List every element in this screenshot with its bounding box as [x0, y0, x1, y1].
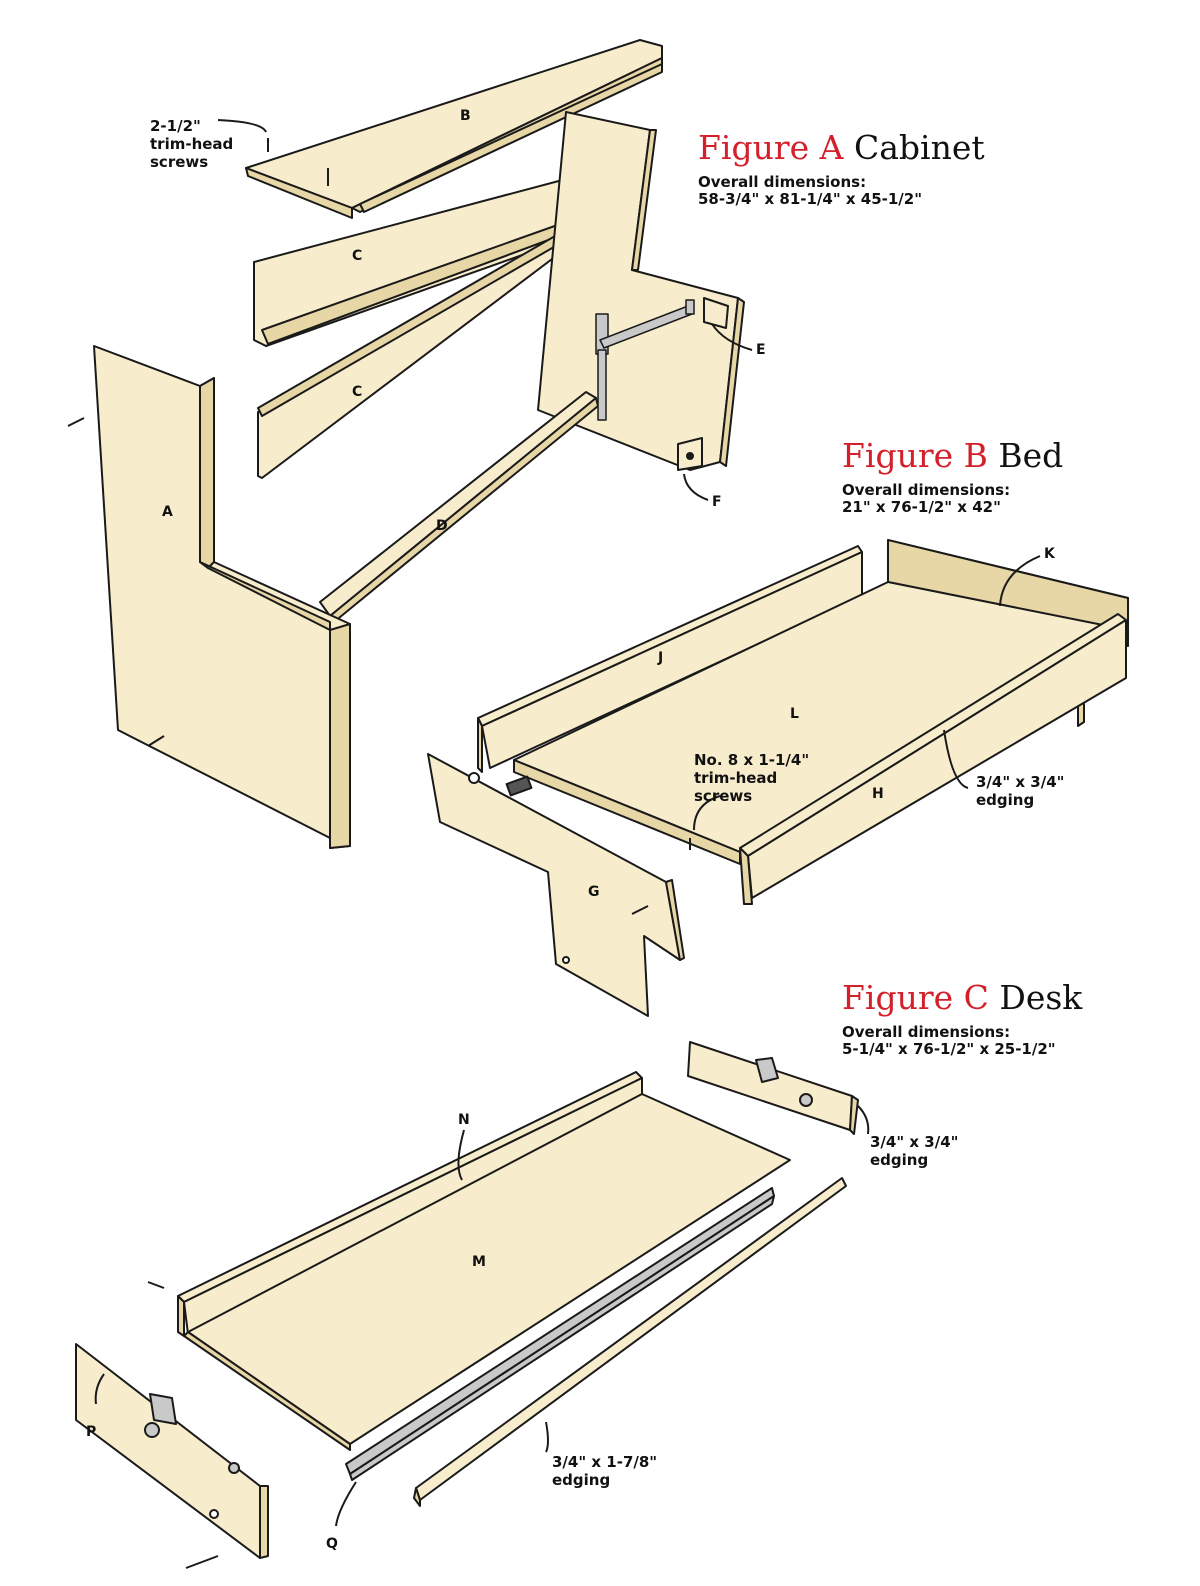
- figure-b-name: Bed: [998, 436, 1064, 475]
- bed-side-rail-j: [477, 545, 863, 773]
- figure-a-title: Figure A Cabinet: [698, 130, 985, 166]
- note-bed-screws-3: screws: [694, 787, 753, 805]
- cabinet-upper-panel-c: [253, 177, 571, 347]
- figure-a-dims: 58-3/4" x 81-1/4" x 45-1/2": [698, 190, 923, 208]
- cabinet-side-a: [93, 345, 351, 849]
- cabinet-piston-hardware: [595, 299, 695, 421]
- figure-b-dims: 21" x 76-1/2" x 42": [842, 498, 1001, 516]
- figure-c-dims: 5-1/4" x 76-1/2" x 25-1/2": [842, 1040, 1056, 1058]
- desk-bracket-p: [75, 1343, 269, 1559]
- figure-a-number: Figure A: [698, 128, 844, 167]
- cabinet-stretcher-d: [319, 391, 599, 623]
- figure-b-number: Figure B: [842, 436, 988, 475]
- figure-c-number: Figure C: [842, 978, 989, 1017]
- figure-c-title: Figure C Desk: [842, 980, 1082, 1016]
- part-label-j: J: [658, 650, 664, 666]
- part-label-n: N: [458, 1112, 470, 1128]
- desk-bracket-right: [687, 1041, 859, 1135]
- note-front-edging-1: 3/4" x 1-7/8": [552, 1453, 658, 1471]
- part-label-b: B: [460, 108, 471, 124]
- part-label-d: D: [436, 518, 448, 534]
- note-desk-edging-2: edging: [870, 1151, 929, 1169]
- screws-and-leaders: [67, 119, 1041, 1569]
- figure-c-dims-label: Overall dimensions:: [842, 1023, 1011, 1041]
- part-label-a: A: [162, 504, 173, 520]
- cabinet-lower-panel-c: [257, 231, 567, 479]
- desk-hinge-q: [345, 1187, 775, 1481]
- figure-b-title: Figure B Bed: [842, 438, 1063, 474]
- figure-a-name: Cabinet: [853, 128, 985, 167]
- part-label-l: L: [790, 706, 799, 722]
- note-bed-edging-2: edging: [976, 791, 1035, 809]
- note-bed-edging-1: 3/4" x 3/4": [976, 773, 1065, 791]
- bed-side-rail-h: [739, 613, 1127, 905]
- desk-front-edging: [413, 1177, 847, 1507]
- cabinet-corner-block-f: [677, 437, 703, 471]
- figure-b-dims-label: Overall dimensions:: [842, 481, 1011, 499]
- part-label-c-lower: C: [352, 384, 363, 400]
- part-label-k: K: [1044, 546, 1055, 562]
- bed-pivot-bolt: [505, 775, 533, 797]
- part-label-h: H: [872, 786, 884, 802]
- part-label-c-upper: C: [352, 248, 363, 264]
- figure-c-name: Desk: [999, 978, 1083, 1017]
- note-desk-edging-1: 3/4" x 3/4": [870, 1133, 959, 1151]
- note-front-edging-2: edging: [552, 1471, 611, 1489]
- note-cabinet-screws-3: screws: [150, 153, 209, 171]
- part-label-q: Q: [326, 1536, 338, 1552]
- part-label-e: E: [756, 342, 766, 358]
- part-label-m: M: [472, 1254, 486, 1270]
- part-label-f: F: [712, 494, 722, 510]
- note-cabinet-screws-2: trim-head: [150, 135, 234, 153]
- note-bed-screws-1: No. 8 x 1-1/4": [694, 751, 810, 769]
- note-cabinet-screws-1: 2-1/2": [150, 117, 201, 135]
- cabinet-top-b: [245, 39, 663, 219]
- part-label-g: G: [588, 884, 600, 900]
- part-label-p: P: [86, 1424, 97, 1440]
- desk-top-m: [183, 1093, 791, 1451]
- figure-a-dims-label: Overall dimensions:: [698, 173, 867, 191]
- cabinet-corner-block-e: [703, 297, 729, 329]
- bed-leg-g: [427, 753, 685, 1017]
- note-bed-screws-2: trim-head: [694, 769, 778, 787]
